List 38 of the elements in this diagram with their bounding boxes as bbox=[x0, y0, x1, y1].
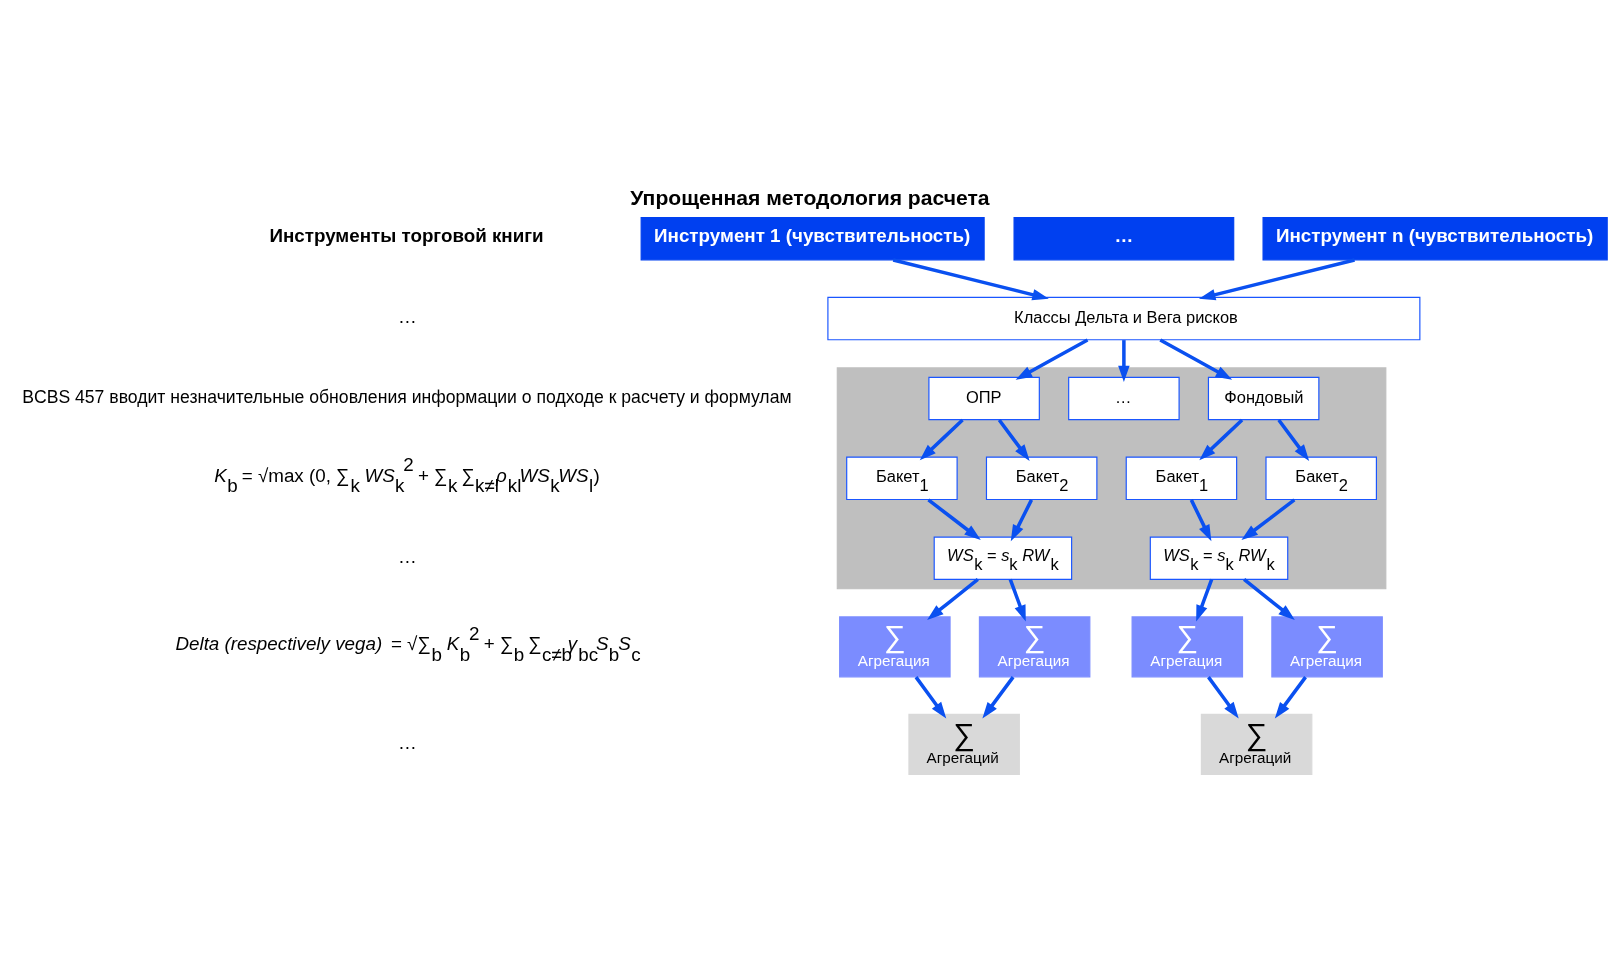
arrow bbox=[1010, 499, 1034, 542]
arrow bbox=[892, 258, 1049, 301]
label: Инструменты торговой книги bbox=[269, 225, 544, 247]
label: … bbox=[398, 545, 417, 567]
arrow bbox=[1196, 578, 1214, 622]
arrow bbox=[1198, 258, 1355, 301]
node-box: … bbox=[1068, 376, 1180, 421]
diagram-title: Упрощенная методология расчета bbox=[630, 186, 990, 210]
label: … bbox=[398, 306, 417, 328]
arrow bbox=[1243, 578, 1295, 620]
node-box: ∑ Агрегация bbox=[839, 616, 951, 678]
node-box: ОПР bbox=[928, 376, 1040, 421]
node-box: ∑ Агрегация bbox=[1271, 616, 1383, 678]
arrow bbox=[1199, 418, 1244, 461]
arrow bbox=[927, 578, 979, 620]
node-box: ∑ Агрегаций bbox=[908, 713, 1020, 775]
arrow bbox=[1118, 340, 1130, 383]
arrow bbox=[1241, 498, 1296, 540]
arrow bbox=[1008, 578, 1026, 622]
label: BCBS 457 вводит незначительные обновления информации о подходе к расчету и формулам bbox=[22, 386, 792, 407]
arrow bbox=[1207, 676, 1239, 719]
node-box: ∑ Агрегация bbox=[1131, 616, 1244, 678]
arrow bbox=[1277, 418, 1310, 461]
node-box: ∑ Агрегация bbox=[978, 616, 1091, 678]
node-box: Инструмент n (чувствительность) bbox=[1262, 217, 1608, 261]
arrow bbox=[927, 498, 981, 541]
node-box: Классы Дельта и Вега рисков bbox=[827, 296, 1421, 341]
arrow bbox=[997, 418, 1030, 461]
node-box: ∑ Агрегаций bbox=[1200, 713, 1313, 775]
node-box: Фондовый bbox=[1207, 376, 1320, 421]
arrow bbox=[919, 418, 964, 461]
node-box: … bbox=[1013, 217, 1235, 261]
arrow bbox=[1274, 676, 1307, 719]
arrow bbox=[1189, 499, 1212, 542]
node-box: Инструмент 1 (чувствительность) bbox=[640, 217, 985, 261]
arrow bbox=[982, 676, 1015, 719]
label: … bbox=[398, 731, 417, 753]
arrow bbox=[914, 676, 947, 719]
